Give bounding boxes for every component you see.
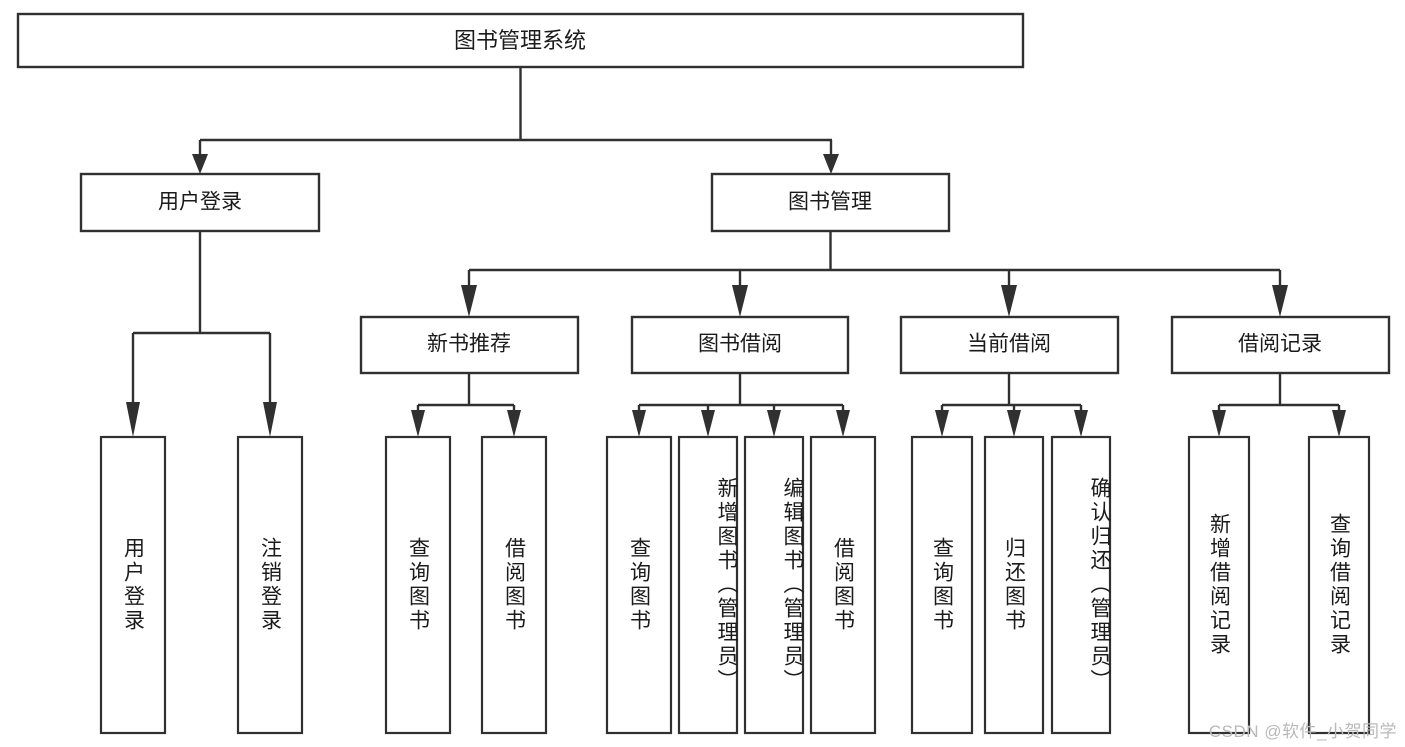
leaf-box-query-book-3[interactable]: [910, 435, 974, 735]
arrowhead-user-login: [192, 154, 208, 174]
arrowhead-leaf-user-login: [126, 402, 140, 437]
arrowhead-leaf-query-book-3: [935, 410, 949, 437]
arrowhead-leaf-borrow-book-2: [836, 410, 850, 437]
arrowhead-book-mgmt: [823, 154, 839, 174]
node-borrow-record-box[interactable]: [1170, 315, 1391, 375]
leaf-box-logout[interactable]: [236, 435, 304, 735]
leaf-box-query-record[interactable]: [1307, 435, 1371, 735]
node-book-management[interactable]: 图书管理: [710, 172, 951, 233]
arrowhead-borrow-record: [1272, 285, 1288, 317]
arrowhead-leaf-confirm-return: [1074, 410, 1088, 437]
connector-layer: [126, 67, 1346, 437]
leaf-box-add-book[interactable]: [677, 435, 739, 735]
arrowhead-leaf-borrow-book-1: [507, 410, 521, 437]
node-book-management-label: 图书管理: [788, 191, 872, 214]
node-current-borrow[interactable]: 当前借阅: [899, 315, 1120, 375]
leaf-box-add-record[interactable]: [1187, 435, 1251, 735]
arrowhead-leaf-add-record: [1212, 410, 1226, 437]
node-book-borrow-box[interactable]: [630, 315, 850, 375]
leaf-box-edit-book[interactable]: [743, 435, 805, 735]
leaf-box-query-book-2[interactable]: [605, 435, 673, 735]
arrowhead-book-borrow: [732, 285, 748, 317]
node-new-book-recommend-box[interactable]: [359, 315, 580, 375]
node-current-borrow-box[interactable]: [899, 315, 1120, 375]
node-user-login-box[interactable]: [79, 172, 321, 233]
node-new-book-recommend[interactable]: 新书推荐: [359, 315, 580, 375]
node-current-borrow-label: 当前借阅: [967, 333, 1051, 356]
node-borrow-record[interactable]: 借阅记录: [1170, 315, 1391, 375]
node-root[interactable]: 图书管理系统: [16, 12, 1025, 69]
watermark-text: CSDN @软件_小贺同学: [1208, 722, 1397, 741]
node-book-borrow[interactable]: 图书借阅: [630, 315, 850, 375]
node-book-management-box[interactable]: [710, 172, 951, 233]
node-layer: 图书管理系统 用户登录 图书管理 新书推荐 图书借阅: [16, 12, 1391, 735]
leaf-box-borrow-book-1[interactable]: [480, 435, 548, 735]
arrowhead-leaf-logout: [263, 402, 277, 437]
node-new-book-recommend-label: 新书推荐: [427, 333, 511, 356]
arrowhead-leaf-return-book: [1007, 410, 1021, 437]
arrowhead-leaf-add-book: [701, 410, 715, 437]
node-root-label: 图书管理系统: [454, 28, 586, 53]
leaf-box-return-book[interactable]: [983, 435, 1045, 735]
arrowhead-current-borrow: [1001, 285, 1017, 317]
leaf-box-confirm-return[interactable]: [1050, 435, 1112, 735]
arrowhead-leaf-query-record: [1332, 410, 1346, 437]
node-borrow-record-label: 借阅记录: [1238, 333, 1322, 356]
arrowhead-leaf-query-book-2: [632, 410, 646, 437]
leaf-box-user-login[interactable]: [99, 435, 167, 735]
node-user-login[interactable]: 用户登录: [79, 172, 321, 233]
leaf-box-query-book-1[interactable]: [384, 435, 452, 735]
node-root-box[interactable]: [16, 12, 1025, 69]
node-book-borrow-label: 图书借阅: [698, 333, 782, 356]
arrowhead-leaf-query-book-1: [411, 410, 425, 437]
arrowhead-new-book-rec: [461, 285, 477, 317]
arrowhead-leaf-edit-book: [767, 410, 781, 437]
node-user-login-label: 用户登录: [158, 191, 242, 214]
leaf-box-borrow-book-2[interactable]: [809, 435, 877, 735]
